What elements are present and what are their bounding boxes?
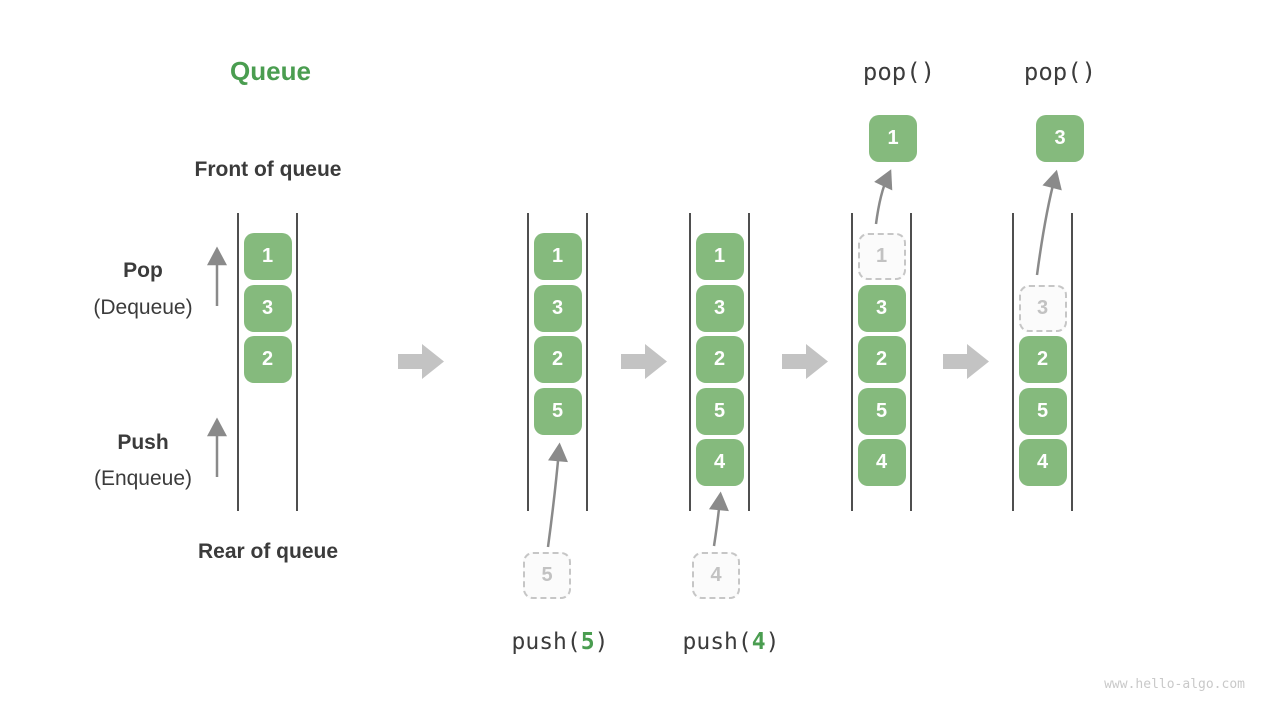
- pop-label: Pop: [123, 259, 163, 282]
- queue-item-4: 4: [1018, 439, 1067, 486]
- queue-item-5: 5: [1018, 388, 1067, 435]
- push-op-label-4: push(4): [651, 629, 811, 655]
- rear-of-queue-label: Rear of queue: [197, 540, 339, 563]
- queue-item-4: 4: [857, 439, 906, 486]
- queue-item-3-removed: 3: [1018, 285, 1067, 332]
- transition-arrow-1: [398, 344, 444, 379]
- push-prefix: push(: [511, 629, 581, 655]
- push-prefix: push(: [682, 629, 752, 655]
- staged-element-4: 4: [692, 552, 740, 599]
- front-of-queue-label: Front of queue: [194, 158, 342, 181]
- staged-element-5: 5: [523, 552, 571, 599]
- push-label: Push: [117, 431, 169, 454]
- push-value: 5: [580, 629, 595, 655]
- push-suffix: ): [765, 629, 780, 655]
- queue-item-3: 3: [243, 285, 292, 332]
- transition-arrow-4: [943, 344, 989, 379]
- queue-item-1: 1: [243, 233, 292, 280]
- queue-item-2: 2: [533, 336, 582, 383]
- queue-item-1: 1: [695, 233, 744, 280]
- queue-item-2: 2: [1018, 336, 1067, 383]
- queue-item-3: 3: [695, 285, 744, 332]
- queue-item-3: 3: [533, 285, 582, 332]
- transition-arrow-3: [782, 344, 828, 379]
- queue-item-5: 5: [695, 388, 744, 435]
- enqueue-label: (Enqueue): [93, 467, 193, 490]
- queue-item-3: 3: [857, 285, 906, 332]
- push-op-label-5: push(5): [480, 629, 640, 655]
- queue-item-1-removed: 1: [857, 233, 906, 280]
- popped-element-3: 3: [1036, 115, 1084, 162]
- popped-element-1: 1: [869, 115, 917, 162]
- queue-item-5: 5: [533, 388, 582, 435]
- diagram-title: Queue: [230, 56, 311, 86]
- queue-item-2: 2: [695, 336, 744, 383]
- watermark: www.hello-algo.com: [1104, 677, 1245, 692]
- pop-op-label-2: pop(): [1023, 58, 1097, 86]
- push-value: 4: [751, 629, 766, 655]
- pop-op-label-1: pop(): [862, 58, 936, 86]
- queue-item-5: 5: [857, 388, 906, 435]
- queue-item-2: 2: [857, 336, 906, 383]
- push-suffix: ): [594, 629, 609, 655]
- dequeue-label: (Dequeue): [93, 296, 193, 319]
- queue-item-2: 2: [243, 336, 292, 383]
- queue-item-1: 1: [533, 233, 582, 280]
- queue-item-4: 4: [695, 439, 744, 486]
- transition-arrow-2: [621, 344, 667, 379]
